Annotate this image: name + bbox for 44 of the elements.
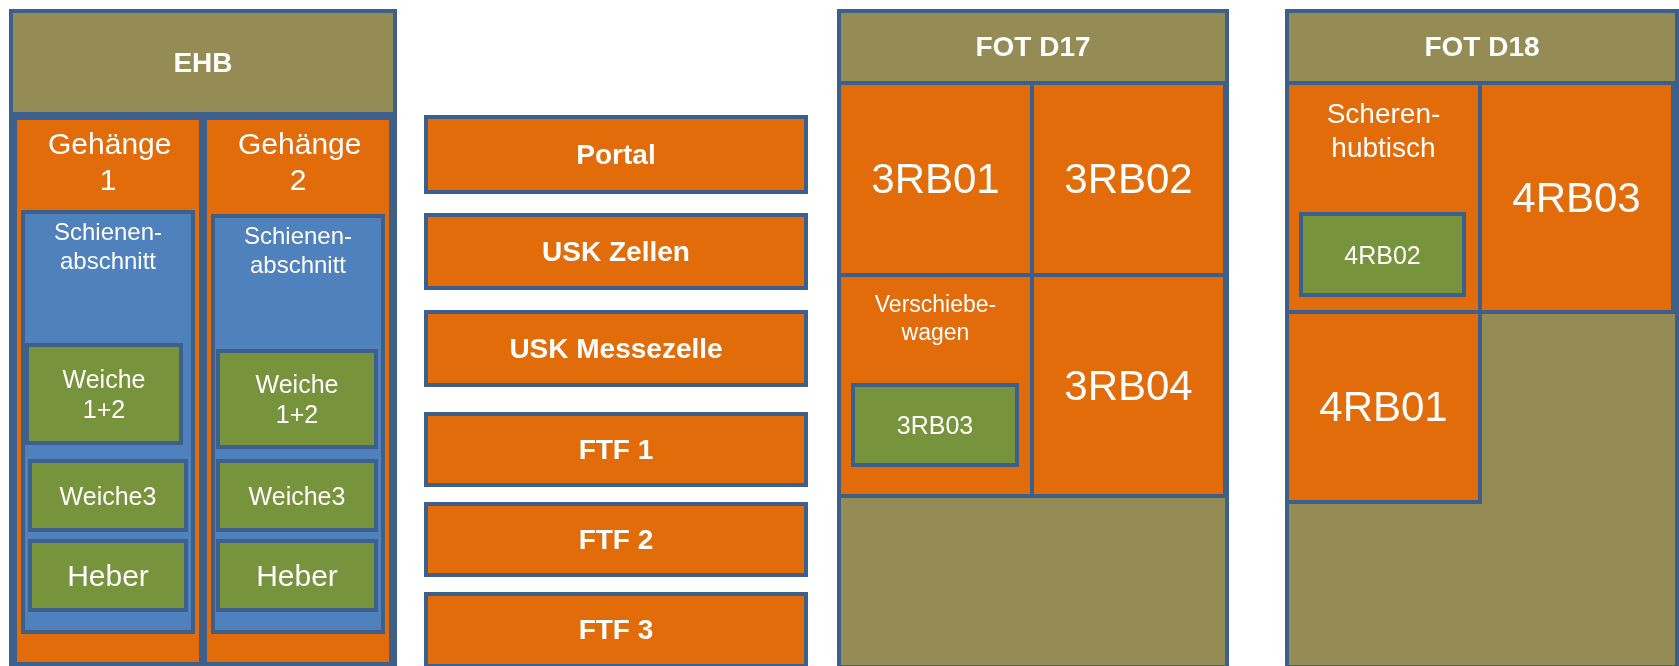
component-box	[216, 459, 378, 532]
station-box	[424, 412, 808, 487]
box-label: USK Messezelle	[508, 331, 724, 366]
component-box	[28, 459, 188, 532]
component-box	[28, 539, 188, 612]
panel-title: Gehänge 2	[238, 126, 358, 198]
group-panel	[9, 9, 397, 666]
component-box	[216, 349, 378, 449]
box-label: 3RB04	[1063, 360, 1194, 411]
box-label: Weiche 1+2	[61, 364, 147, 424]
box-label: Portal	[575, 137, 657, 172]
component-box	[851, 383, 1019, 467]
box-label: Weiche3	[58, 480, 158, 511]
panel-title: Verschiebe-wagen	[873, 291, 998, 347]
component-box	[216, 539, 378, 612]
group-panel	[1285, 9, 1679, 666]
box-label: 4RB02	[1343, 239, 1422, 270]
component-box	[25, 343, 183, 445]
box-label: USK Zellen	[541, 234, 691, 269]
group-panel	[837, 9, 1229, 666]
component-box	[1299, 212, 1466, 297]
box-label: 3RB02	[1063, 153, 1194, 204]
station-box	[424, 310, 808, 387]
box-label: FTF 3	[577, 613, 655, 647]
station-box	[424, 115, 808, 194]
station-box	[424, 592, 808, 666]
box-label: Weiche3	[247, 480, 347, 511]
box-label: Heber	[255, 557, 339, 594]
station-box	[424, 213, 808, 290]
box-label: 4RB01	[1318, 381, 1449, 432]
box-label: FTF 1	[577, 432, 655, 467]
group-panel	[21, 210, 195, 634]
box-label: Weiche 1+2	[254, 369, 340, 429]
group-panel	[211, 214, 385, 634]
panel-title: Schienen-abschnitt	[52, 218, 164, 276]
box-label: 4RB03	[1511, 172, 1642, 223]
station-box	[424, 502, 808, 577]
panel-title: Scheren-hubtisch	[1325, 97, 1442, 165]
box-label: FTF 2	[577, 522, 655, 557]
panel-title: Schienen-abschnitt	[242, 222, 354, 280]
box-label: 3RB01	[870, 153, 1001, 204]
box-label: Heber	[66, 557, 150, 594]
box-label: 3RB03	[895, 410, 975, 440]
panel-title: Gehänge 1	[48, 126, 168, 198]
